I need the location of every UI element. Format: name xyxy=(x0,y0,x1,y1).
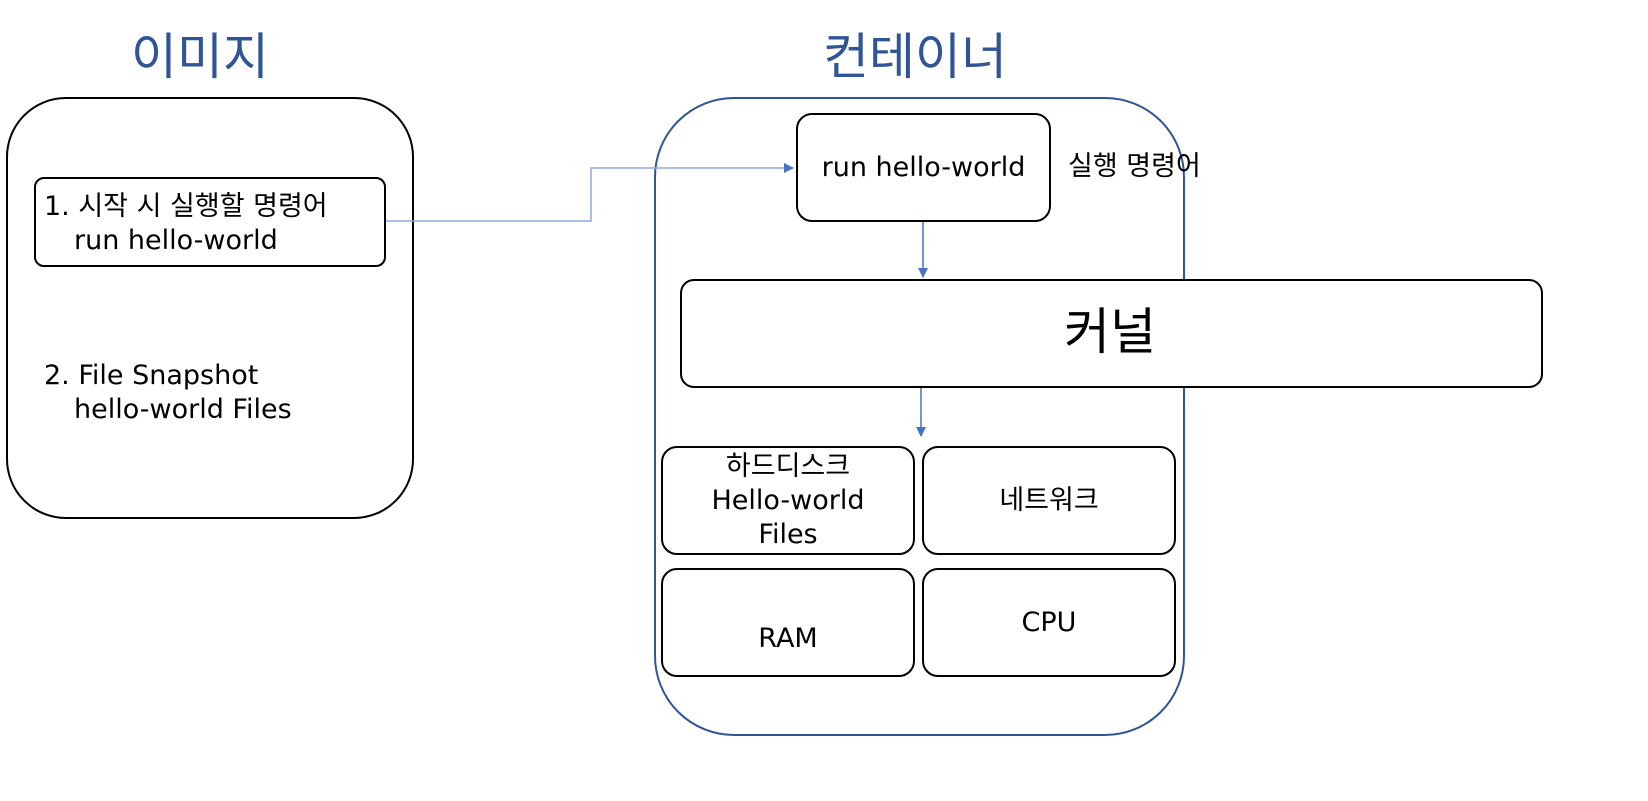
file-snapshot-label: 2. File Snapshot xyxy=(44,360,259,391)
image-title: 이미지 xyxy=(131,28,269,86)
image-to-command-connector xyxy=(384,163,794,222)
startup-command-box xyxy=(34,177,386,267)
harddisk-files-line1: Hello-world xyxy=(711,484,865,516)
network-label: 네트워크 xyxy=(999,484,1099,516)
network-box: 네트워크 xyxy=(922,446,1176,555)
startup-command-text: 1. 시작 시 실행할 명령어 run hello-world xyxy=(44,190,328,258)
file-snapshot-text: 2. File Snapshot hello-world Files xyxy=(44,359,292,427)
ram-label: RAM xyxy=(758,623,818,654)
container-box xyxy=(654,97,1185,736)
cpu-box: CPU xyxy=(922,568,1176,677)
harddisk-label: 하드디스크 xyxy=(725,450,851,482)
command-label: 실행 명령어 xyxy=(1068,151,1201,182)
harddisk-files-line2: Files xyxy=(758,518,818,550)
run-command-text: run hello-world xyxy=(821,151,1026,183)
ram-box: RAM xyxy=(661,568,915,677)
file-snapshot-value: hello-world Files xyxy=(74,394,292,425)
startup-command-label: 1. 시작 시 실행할 명령어 xyxy=(44,191,328,222)
cpu-label: CPU xyxy=(1021,607,1077,638)
container-title: 컨테이너 xyxy=(823,28,1007,86)
harddisk-box: 하드디스크 Hello-world Files xyxy=(661,446,915,555)
run-command-box: run hello-world xyxy=(796,113,1051,222)
kernel-box xyxy=(680,279,1543,388)
startup-command-value: run hello-world xyxy=(74,225,278,256)
kernel-label: 커널 xyxy=(1064,303,1156,361)
image-box xyxy=(6,97,414,519)
